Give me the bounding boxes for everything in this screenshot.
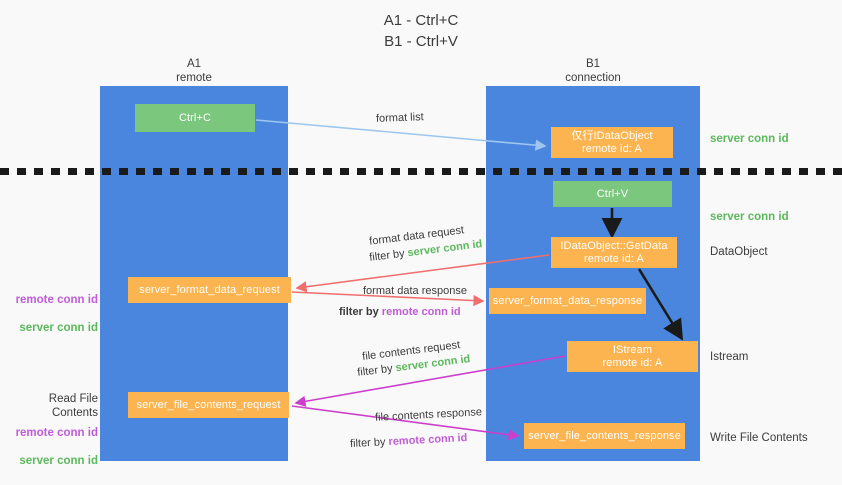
- caption-file-contents-response: file contents response: [374, 406, 483, 424]
- page-title: A1 - Ctrl+C B1 - Ctrl+V: [383, 12, 459, 50]
- label-istream: Istream: [710, 351, 749, 363]
- label-server-conn-id-4: server conn id: [19, 455, 98, 467]
- label-data-object: DataObject: [710, 246, 768, 258]
- label-conn-ids-2: remote conn id server conn id: [10, 412, 98, 468]
- label-remote-conn-id-2: remote conn id: [15, 427, 98, 439]
- box-idataobject-getdata[interactable]: IDataObject::GetData remote id: A: [551, 237, 677, 268]
- caption-remote-conn-id-1: remote conn id: [381, 306, 461, 318]
- box-ctrl-v[interactable]: Ctrl+V: [553, 181, 672, 207]
- caption-filter-by-text-4: filter by: [349, 436, 389, 451]
- caption-format-list: format list: [375, 111, 424, 125]
- box-server-file-contents-request[interactable]: server_file_contents_request: [128, 392, 289, 418]
- label-read-file-contents: Read File Contents: [48, 393, 98, 419]
- caption-format-data-response: format data response: [363, 285, 467, 297]
- label-server-conn-id-1: server conn id: [710, 133, 789, 145]
- box-server-file-contents-response[interactable]: server_file_contents_response: [524, 423, 685, 449]
- box-ctrl-c[interactable]: Ctrl+C: [135, 104, 255, 132]
- label-server-conn-id-2: server conn id: [710, 211, 789, 223]
- box-server-format-data-response[interactable]: server_format_data_response: [489, 288, 646, 314]
- dashed-divider: [0, 168, 842, 175]
- label-write-file-contents: Write File Contents: [710, 432, 808, 444]
- label-server-conn-id-3: server conn id: [19, 322, 98, 334]
- column-header-b1: B1 connection: [565, 58, 621, 84]
- caption-filter-by-remote-conn-id-2: filter by remote conn id: [350, 431, 468, 452]
- caption-remote-conn-id-2: remote conn id: [388, 431, 468, 449]
- caption-filter-by-text-2: filter by: [339, 306, 382, 318]
- caption-filter-by-text-3: filter by: [356, 362, 397, 379]
- label-remote-conn-id-1: remote conn id: [15, 294, 98, 306]
- column-header-a1: A1 remote: [176, 58, 212, 84]
- caption-filter-by-remote-conn-id-1: filter by remote conn id: [339, 305, 461, 320]
- box-istream[interactable]: IStream remote id: A: [567, 341, 698, 372]
- box-server-format-data-request[interactable]: server_format_data_request: [128, 277, 291, 303]
- box-data-object[interactable]: 仅行IDataObject remote id: A: [551, 127, 673, 158]
- caption-filter-by-text-1: filter by: [368, 247, 409, 264]
- label-conn-ids-1: remote conn id server conn id: [10, 279, 98, 335]
